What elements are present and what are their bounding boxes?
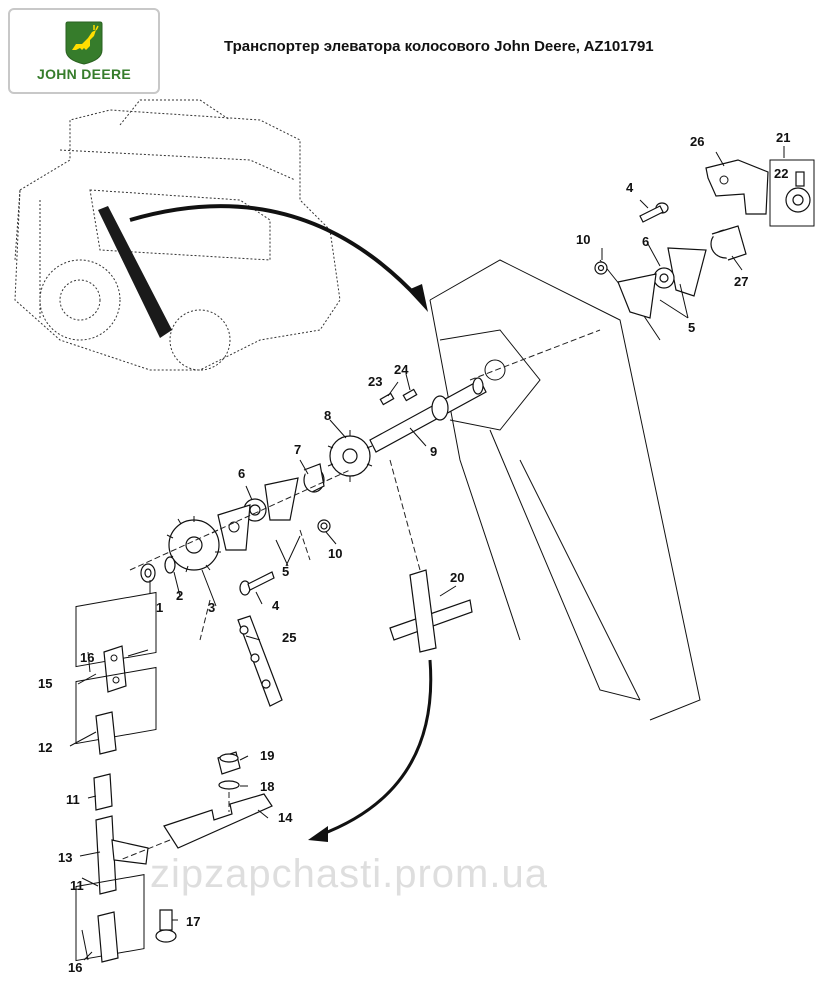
callout-17: 17	[186, 914, 200, 929]
detail-box-12	[75, 666, 157, 745]
set-screw	[795, 171, 805, 187]
roller-chain	[237, 615, 283, 707]
mounting-plate	[163, 793, 273, 849]
key-part	[402, 388, 418, 402]
sprocket-small	[327, 430, 373, 482]
callout-5-lower: 5	[282, 564, 289, 579]
bearing-flange-left	[217, 477, 299, 551]
bolt-17	[155, 909, 177, 943]
callout-3: 3	[208, 600, 215, 615]
callout-8: 8	[324, 408, 331, 423]
callout-22: 22	[774, 166, 788, 181]
callout-5-upper: 5	[688, 320, 695, 335]
callout-23: 23	[368, 374, 382, 389]
pointer-arrow-lower	[319, 659, 433, 837]
callout-2: 2	[176, 588, 183, 603]
callout-10-upper: 10	[576, 232, 590, 247]
callout-13: 13	[58, 850, 72, 865]
callout-19: 19	[260, 748, 274, 763]
callout-16-lower: 16	[68, 960, 82, 975]
john-deere-logo: JOHN DEERE	[8, 8, 160, 94]
callout-16-upper: 16	[80, 650, 94, 665]
bolt	[239, 571, 275, 596]
detail-box	[769, 159, 815, 227]
link-plate	[95, 711, 117, 755]
callout-18: 18	[260, 779, 274, 794]
washer	[164, 556, 176, 574]
nut-small	[317, 519, 331, 533]
callout-24: 24	[394, 362, 409, 377]
page-title: Транспортер элеватора колосового John De…	[224, 38, 654, 55]
callout-11-lower: 11	[70, 878, 84, 893]
callout-7: 7	[294, 442, 301, 457]
elevator-highlight	[98, 206, 172, 338]
callout-6-upper: 6	[642, 234, 649, 249]
bearing-flange-right	[617, 247, 707, 319]
hex-nut-19	[217, 751, 241, 775]
callout-20: 20	[450, 570, 464, 585]
attachment-link	[95, 815, 149, 895]
link-plate-small	[93, 773, 113, 811]
connector-link	[103, 645, 149, 693]
key-part	[379, 392, 395, 406]
callout-21: 21	[776, 130, 790, 145]
pointer-arrow	[129, 204, 422, 302]
callout-12: 12	[38, 740, 52, 755]
callout-27: 27	[734, 274, 748, 289]
bearing-insert	[785, 187, 811, 213]
callout-1: 1	[156, 600, 163, 615]
bushing	[303, 463, 325, 493]
hex-nut	[140, 563, 156, 583]
bolt-upper	[639, 202, 669, 223]
bracket	[705, 159, 769, 215]
elevator-housing	[429, 259, 701, 721]
connector-link-lower	[81, 911, 119, 963]
callout-26: 26	[690, 134, 704, 149]
callout-4-upper: 4	[626, 180, 634, 195]
logo-text: JOHN DEERE	[36, 66, 132, 82]
callout-25: 25	[282, 630, 296, 645]
callout-9: 9	[430, 444, 437, 459]
john-deere-deer-icon	[65, 21, 103, 65]
elevator-paddle	[389, 569, 473, 653]
callout-10-lower: 10	[328, 546, 342, 561]
callout-11-upper: 11	[66, 792, 80, 807]
nut-upper	[594, 261, 608, 275]
callout-14: 14	[278, 810, 293, 825]
callout-6-lower: 6	[238, 466, 245, 481]
shaft	[369, 377, 487, 453]
combine-outline	[14, 99, 341, 371]
bearing-housing	[710, 225, 747, 261]
callout-4-lower: 4	[272, 598, 280, 613]
watermark: zipzapchasti.prom.ua	[150, 852, 548, 896]
washer-18	[218, 780, 240, 790]
callout-15: 15	[38, 676, 52, 691]
